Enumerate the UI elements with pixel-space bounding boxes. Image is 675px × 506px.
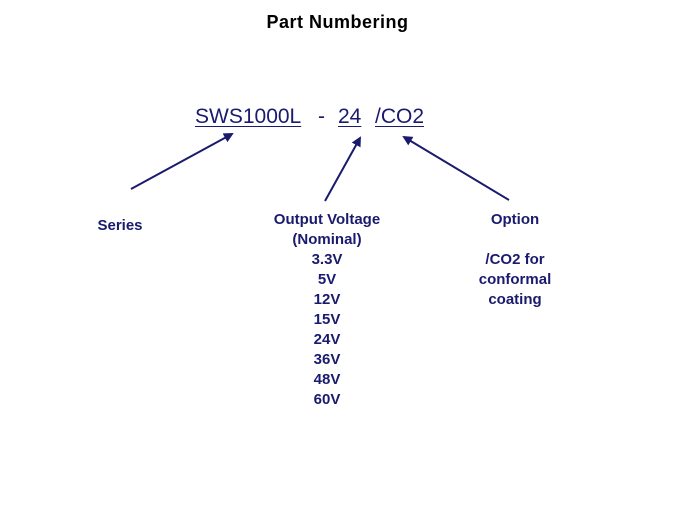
voltage-item: 60V — [313, 391, 341, 408]
voltage-item: 24V — [313, 331, 341, 348]
part-number-dash: - — [318, 105, 325, 128]
option-desc-line: /CO2 for — [485, 251, 545, 268]
voltage-item: 48V — [313, 371, 341, 388]
option-spacer — [455, 230, 575, 250]
option-block: Option /CO2 for conformal coating — [455, 210, 575, 310]
part-number-voltage-code: 24 — [338, 105, 362, 128]
option-desc-line: coating — [488, 291, 542, 308]
part-number-option-code: /CO2 — [375, 105, 425, 128]
option-desc-line: conformal — [478, 271, 552, 288]
voltage-item: 12V — [313, 291, 341, 308]
voltage-arrow — [324, 136, 361, 202]
voltage-item: 5V — [317, 271, 337, 288]
part-number: SWS1000L - 24 /CO2 — [0, 105, 675, 135]
series-arrow — [130, 133, 234, 190]
option-heading: Option — [490, 211, 540, 228]
output-voltage-block: Output Voltage (Nominal) 3.3V 5V 12V 15V… — [252, 210, 402, 410]
output-voltage-heading: Output Voltage — [273, 211, 381, 228]
voltage-item: 15V — [313, 311, 341, 328]
option-arrow — [402, 135, 510, 201]
voltage-list: 3.3V 5V 12V 15V 24V 36V 48V 60V — [252, 250, 402, 410]
series-label: Series — [97, 217, 143, 234]
output-voltage-nominal: (Nominal) — [292, 231, 362, 248]
voltage-item: 36V — [313, 351, 341, 368]
part-number-series-code: SWS1000L — [195, 105, 302, 128]
voltage-item: 3.3V — [311, 251, 343, 268]
page-title: Part Numbering — [266, 12, 409, 32]
